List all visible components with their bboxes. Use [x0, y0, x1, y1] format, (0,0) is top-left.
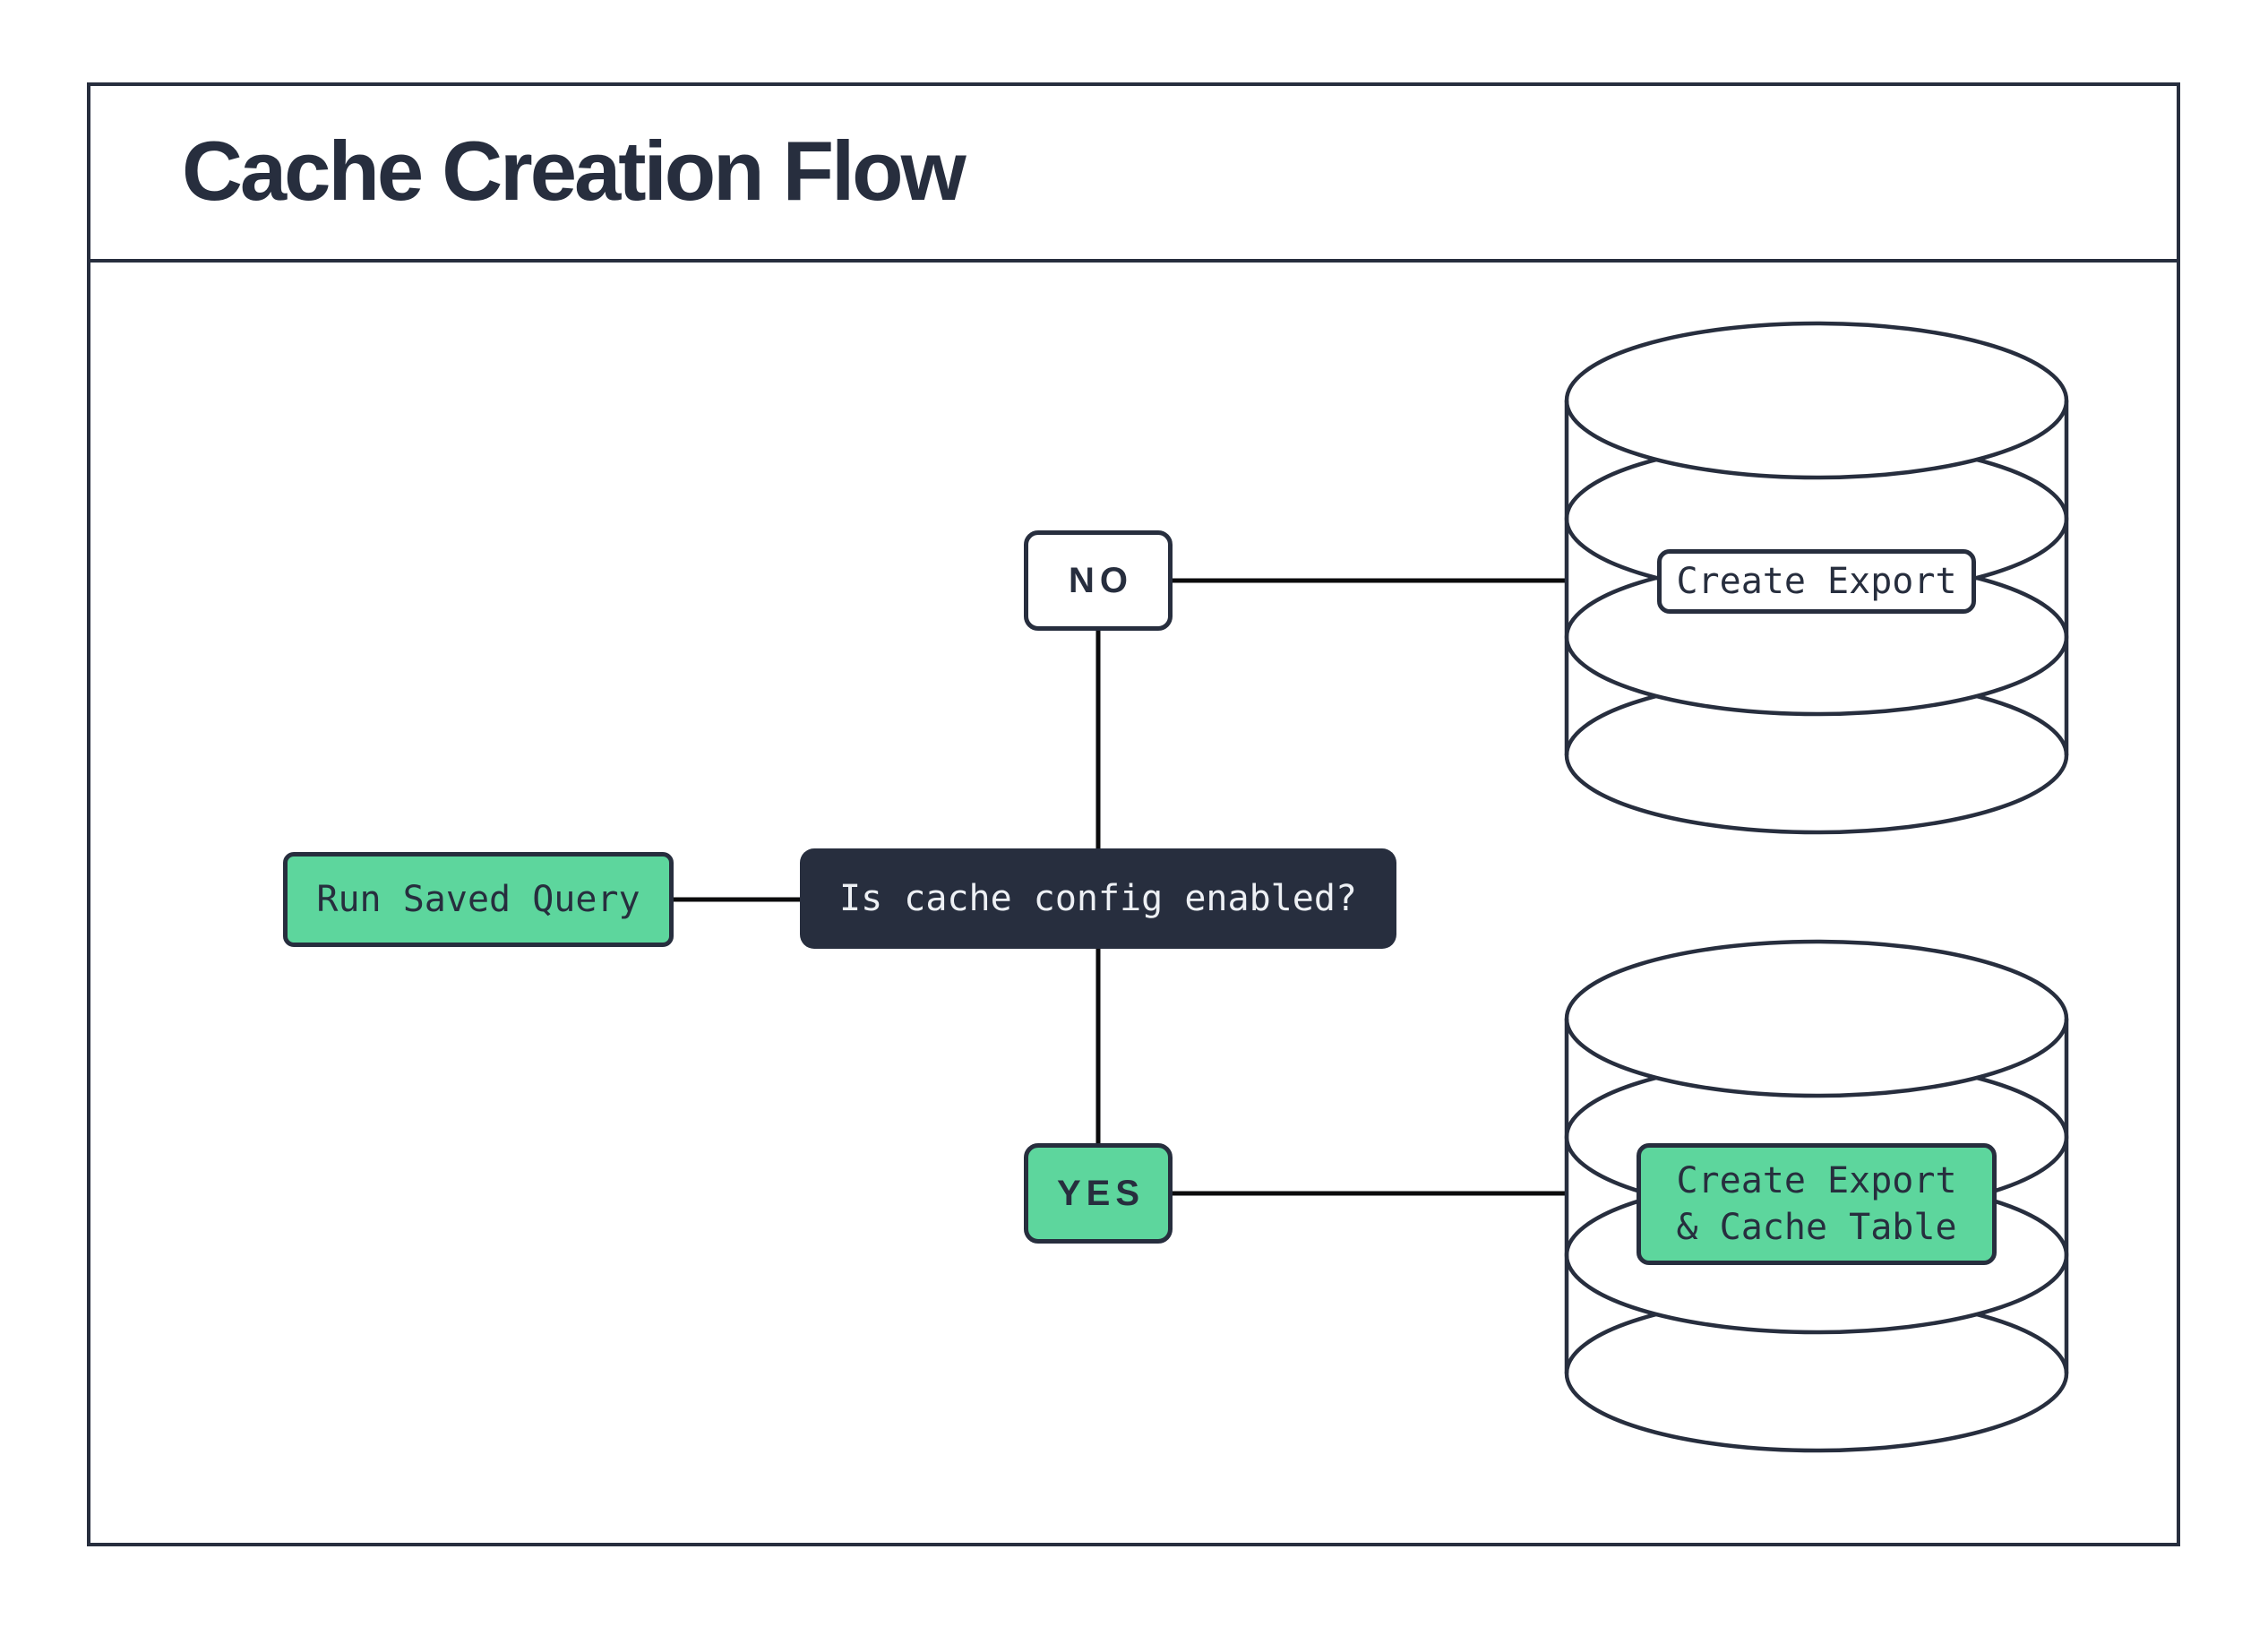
yes-branch-node: YES	[1024, 1143, 1173, 1244]
page-frame	[87, 82, 2180, 1546]
no-branch-node: NO	[1024, 530, 1173, 631]
decision-node: Is cache config enabled?	[800, 848, 1396, 949]
create-export-label: Create Export	[1657, 549, 1976, 614]
create-export-label-text: Create Export	[1676, 561, 1957, 602]
title-header: Cache Creation Flow	[87, 82, 2180, 263]
connectors	[670, 578, 1568, 1196]
create-export-cache-table-line1: Create Export	[1676, 1160, 1957, 1201]
create-export-cache-table-line2: & Cache Table	[1676, 1207, 1957, 1248]
page-title: Cache Creation Flow	[182, 123, 966, 218]
start-node: Run Saved Query	[283, 852, 674, 947]
create-export-cache-table-label: Create Export & Cache Table	[1637, 1143, 1997, 1265]
